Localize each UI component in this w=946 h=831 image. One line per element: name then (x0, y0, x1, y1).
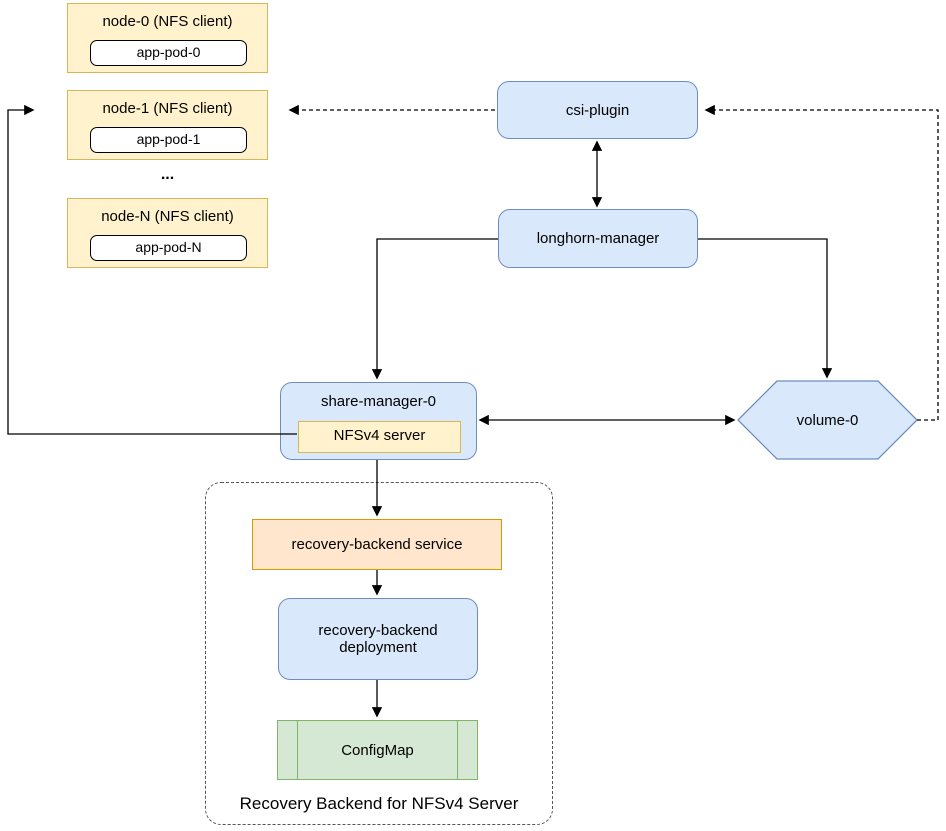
csi-plugin-box: csi-plugin (497, 81, 698, 139)
edge-volume-to-csi-dashed (704, 104, 939, 421)
recovery-backend-deployment-box: recovery-backend deployment (278, 598, 478, 680)
node-1-title: node-1 (NFS client) (102, 100, 233, 117)
share-manager-box: share-manager-0 NFSv4 server (280, 382, 477, 460)
app-pod-0-box: app-pod-0 (90, 40, 247, 66)
configmap-label: ConfigMap (341, 741, 414, 759)
nodes-ellipsis: ... (160, 166, 175, 183)
recovery-backend-group (205, 482, 553, 825)
recovery-backend-service-box: recovery-backend service (252, 519, 502, 570)
configmap-left-divider (297, 721, 299, 779)
edge-longhorn-to-share (371, 238, 498, 380)
configmap-box: ConfigMap (277, 720, 478, 780)
edge-longhorn-to-volume (698, 238, 833, 379)
node-0-box: node-0 (NFS client) app-pod-0 (67, 3, 268, 73)
node-0-title: node-0 (NFS client) (102, 13, 233, 30)
node-N-box: node-N (NFS client) app-pod-N (67, 198, 268, 268)
recovery-group-caption: Recovery Backend for NFSv4 Server (239, 794, 519, 813)
longhorn-manager-box: longhorn-manager (498, 209, 698, 268)
node-N-title: node-N (NFS client) (101, 208, 234, 225)
volume-label: volume-0 (796, 411, 859, 429)
nfsv4-server-box: NFSv4 server (298, 421, 461, 453)
app-pod-N-box: app-pod-N (90, 235, 247, 261)
share-manager-title: share-manager-0 (320, 393, 437, 410)
node-1-box: node-1 (NFS client) app-pod-1 (67, 90, 268, 160)
app-pod-1-box: app-pod-1 (90, 127, 247, 153)
configmap-right-divider (456, 721, 458, 779)
